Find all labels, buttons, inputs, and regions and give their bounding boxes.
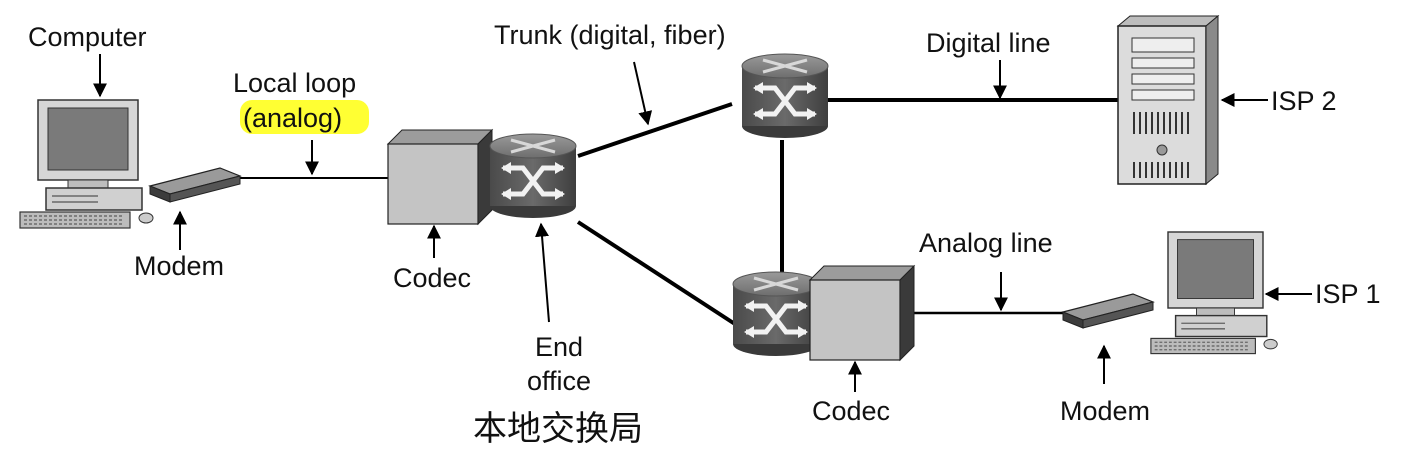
codec-left-label: Codec (393, 263, 471, 293)
computer-icon (19, 99, 154, 229)
modem-left-label: Modem (134, 251, 224, 281)
end-office-chinese-label: 本地交换局 (473, 409, 643, 449)
trunk-line-upper (577, 102, 733, 158)
trunk-label: Trunk (digital, fiber) (494, 20, 726, 50)
modem-icon (1062, 293, 1154, 329)
computer-icon (1150, 231, 1278, 355)
switch-icon (742, 54, 828, 138)
end-office-label-line1: End (535, 332, 583, 362)
local-loop-label: Local loop (233, 68, 356, 98)
digital-line-label: Digital line (926, 28, 1051, 58)
codec-right-label: Codec (812, 396, 890, 426)
server-icon (1116, 14, 1220, 186)
trunk-line-lower (576, 220, 740, 328)
computer-label: Computer (28, 22, 147, 52)
end-office-label-line2: office (527, 366, 591, 396)
analog-highlight (240, 100, 369, 134)
switch-icon (490, 134, 576, 218)
isp2-label: ISP 2 (1271, 86, 1337, 116)
switch-icon (733, 272, 819, 356)
analog-line-label: Analog line (919, 228, 1053, 258)
codec-icon (809, 265, 915, 361)
analog-label: (analog) (243, 103, 342, 133)
connection-lines (238, 98, 1125, 328)
isp1-label: ISP 1 (1315, 279, 1381, 309)
codec-icon (387, 129, 493, 225)
modem-right-label: Modem (1060, 396, 1150, 426)
pointer-arrows (93, 54, 1312, 392)
modem-icon (149, 167, 241, 203)
